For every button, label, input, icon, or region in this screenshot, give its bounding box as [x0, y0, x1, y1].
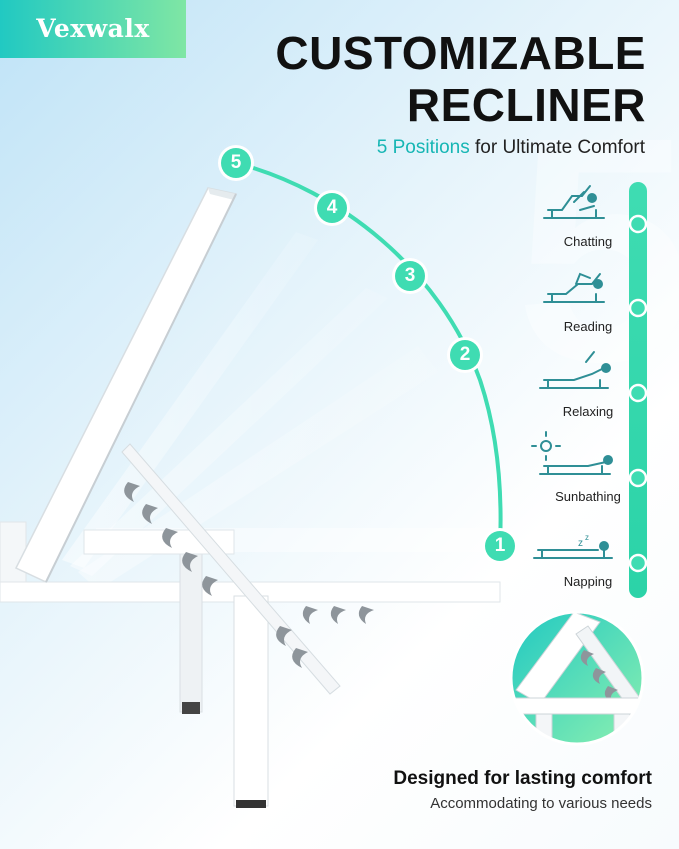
- position-label-sunbathing: Sunbathing: [555, 489, 621, 504]
- footer-title: Designed for lasting comfort: [393, 768, 652, 789]
- position-label-reading: Reading: [563, 319, 613, 334]
- subtitle-rest: for Ultimate Comfort: [469, 137, 645, 158]
- position-label-chatting: Chatting: [563, 234, 613, 249]
- sleeping-person-icon: z z: [533, 533, 613, 559]
- front-leg: [233, 595, 269, 807]
- position-label-relaxing: Relaxing: [562, 404, 614, 419]
- ghost-backrest-3: [70, 288, 388, 576]
- footer-subtitle: Accommodating to various needs: [430, 795, 652, 812]
- position-badge-1: 1: [485, 531, 515, 561]
- person-reading-icon: [543, 272, 605, 303]
- svg-text:z: z: [578, 538, 583, 549]
- person-sitting-up-icon: [543, 185, 605, 219]
- subtitle-highlight: 5 Positions: [376, 137, 470, 158]
- person-relaxing-icon: [539, 351, 611, 389]
- position-badge-4: 4: [317, 193, 347, 223]
- page-title-line1: CUSTOMIZABLE: [275, 27, 646, 79]
- position-label-napping: Napping: [563, 574, 613, 589]
- sun-person-lying-icon: [531, 431, 613, 475]
- position-badge-2: 2: [450, 340, 480, 370]
- page-title-line2: RECLINER: [406, 79, 646, 131]
- svg-text:5: 5: [515, 70, 679, 428]
- hinge-closeup: [511, 612, 643, 744]
- svg-text:z: z: [585, 533, 589, 542]
- subtitle: 5 Positions for Ultimate Comfort: [377, 137, 645, 159]
- brand-logo: Vexwalx: [0, 0, 186, 58]
- position-badge-5: 5: [221, 148, 251, 178]
- ghost-backrest-4: [62, 232, 318, 568]
- position-badge-3: 3: [395, 261, 425, 291]
